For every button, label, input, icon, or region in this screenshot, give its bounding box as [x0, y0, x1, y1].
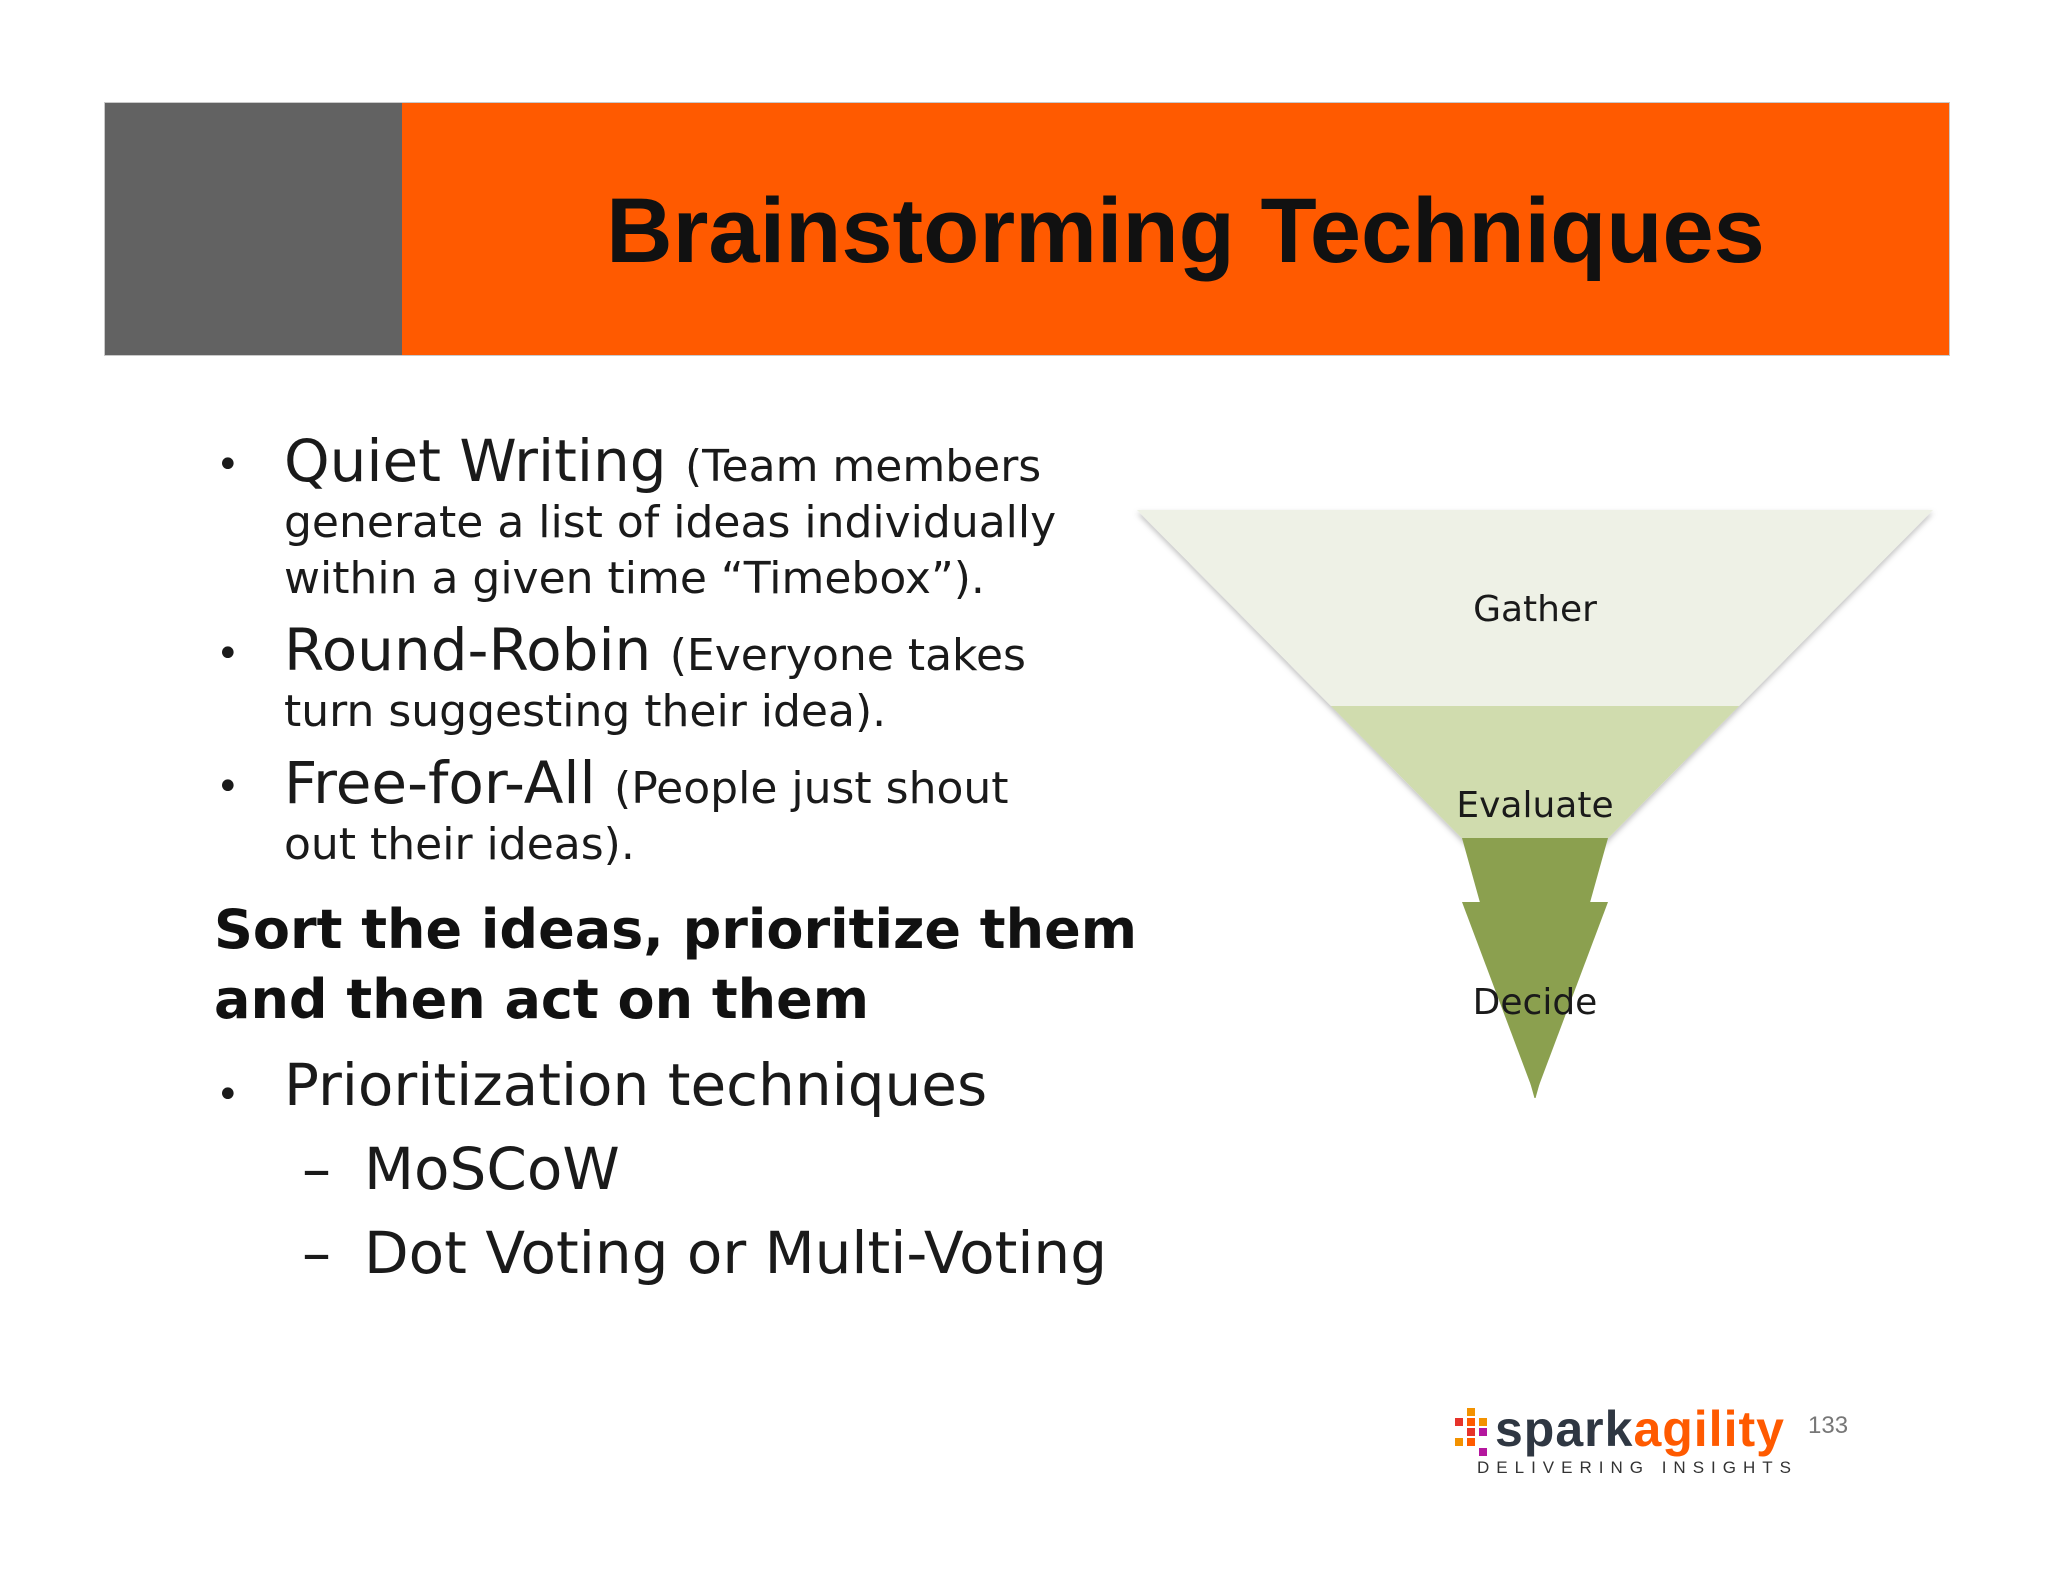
bullet-prioritization: • Prioritization techniques — [214, 1051, 1114, 1119]
slide-content: • Quiet Writing (Team members generate a… — [214, 430, 1137, 1285]
dash-glyph: – — [302, 1135, 331, 1203]
bullet-term: Quiet Writing — [284, 427, 667, 495]
header-orange-bar: Brainstorming Techniques — [402, 103, 1949, 355]
bullet-term: Round-Robin — [284, 616, 652, 684]
slide-title: Brainstorming Techniques — [606, 180, 1765, 282]
bullet-glyph: • — [216, 442, 240, 488]
dash-glyph: – — [302, 1219, 331, 1287]
bullet-description: out their ideas). — [284, 819, 635, 870]
sparkagility-logo: sparkagility DELIVERING INSIGHTS — [1455, 1400, 1815, 1490]
funnel-label-evaluate: Evaluate — [1456, 785, 1613, 826]
bullet-glyph: • — [216, 631, 240, 677]
subitem-moscow: – MoSCoW — [214, 1137, 1114, 1201]
sort-heading-line: and then act on them — [214, 968, 870, 1031]
subitem-label: MoSCoW — [364, 1135, 620, 1203]
bullet-description: (Everyone takes — [669, 630, 1026, 681]
bullet-description: (People just shout — [614, 763, 1009, 814]
page-number: 133 — [1808, 1412, 1849, 1439]
bullet-description: turn suggesting their idea). — [284, 686, 887, 737]
logo-word-spark: spark — [1495, 1401, 1634, 1457]
slide-header: Brainstorming Techniques — [104, 102, 1950, 356]
header-gray-block — [105, 103, 402, 355]
logo-pixel-mark-icon — [1455, 1408, 1487, 1456]
logo-tagline: DELIVERING INSIGHTS — [1477, 1458, 1798, 1477]
bullet-term: Free-for-All — [284, 749, 596, 817]
subitem-label: Dot Voting or Multi-Voting — [364, 1219, 1108, 1287]
bullet-description: generate a list of ideas individually — [284, 497, 1057, 548]
bullet-glyph: • — [216, 764, 240, 810]
funnel-diagram: Gather Evaluate Decide — [1137, 510, 1933, 1098]
sort-heading: Sort the ideas, prioritize them and then… — [214, 895, 1164, 1035]
funnel-stage-gather — [1137, 510, 1933, 706]
bullet-round-robin: • Round-Robin (Everyone takes turn sugge… — [214, 619, 1114, 740]
sort-heading-line: Sort the ideas, prioritize them — [214, 898, 1137, 961]
bullet-description: (Team members — [684, 441, 1042, 492]
bullet-glyph: • — [216, 1072, 240, 1118]
subitem-dot-voting: – Dot Voting or Multi-Voting — [214, 1221, 1114, 1285]
bullet-term: Prioritization techniques — [284, 1051, 988, 1119]
logo-word-agility: agility — [1633, 1401, 1785, 1457]
bullet-free-for-all: • Free-for-All (People just shout out th… — [214, 752, 1114, 873]
funnel-label-decide: Decide — [1473, 982, 1598, 1023]
bullet-quiet-writing: • Quiet Writing (Team members generate a… — [214, 430, 1114, 607]
funnel-stage-decide-shape — [1462, 902, 1608, 1096]
funnel-label-gather: Gather — [1473, 589, 1597, 630]
funnel-stage-evaluate-fill — [1331, 706, 1739, 838]
bullet-description: within a given time “Timebox”). — [284, 553, 985, 604]
